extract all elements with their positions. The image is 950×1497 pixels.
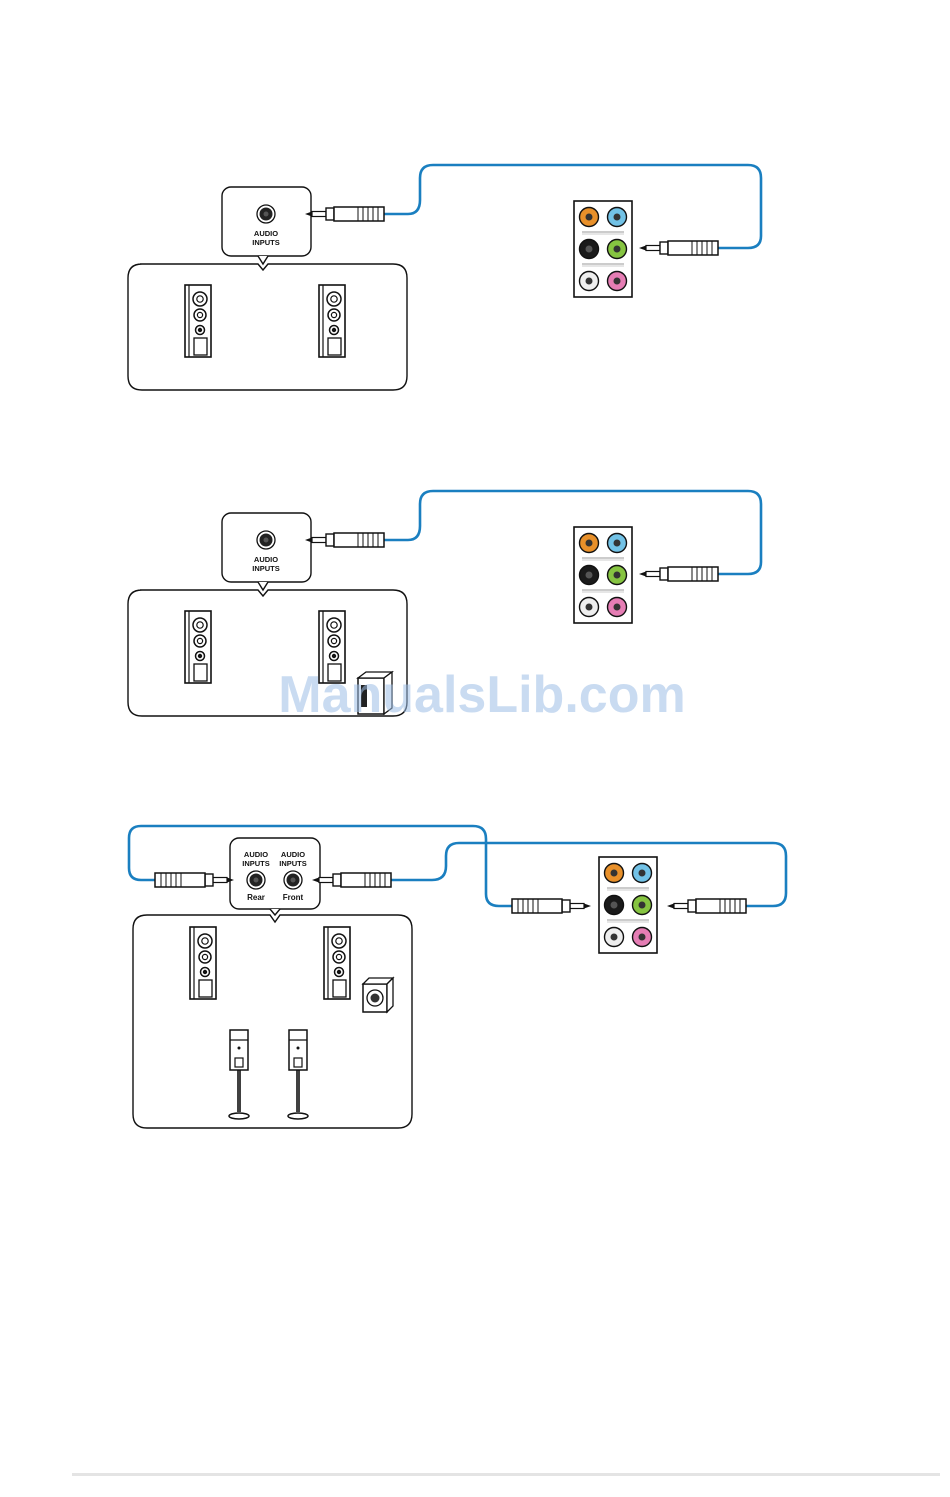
front-right-speaker-icon: [324, 927, 350, 999]
input-label-line2: INPUTS: [252, 238, 280, 247]
rear-speaker-plug-icon: [155, 873, 234, 887]
front-left-speaker-icon: [190, 927, 216, 999]
rear-label-line1: AUDIO: [244, 850, 268, 859]
speaker-group-box: [133, 915, 412, 1128]
input-label-line1: AUDIO: [254, 229, 278, 238]
front-input-jack-icon: [284, 871, 302, 889]
left-speaker-icon: [185, 285, 211, 357]
front-label-line1: AUDIO: [281, 850, 305, 859]
io-panel-icon: [574, 201, 632, 297]
audio-input-jack-icon: [257, 205, 275, 223]
front-caption: Front: [283, 893, 304, 902]
io-panel-icon: [599, 857, 657, 953]
right-speaker-icon: [319, 285, 345, 357]
panel-plug-icon: [639, 567, 718, 581]
watermark: ManualsLib.com: [278, 666, 685, 724]
panel-plug-icon: [639, 241, 718, 255]
io-panel-icon: [574, 527, 632, 623]
front-speaker-plug-icon: [312, 873, 391, 887]
subwoofer-icon: [363, 978, 393, 1012]
rear-input-jack-icon: [247, 871, 265, 889]
front-panel-plug-icon: [667, 899, 746, 913]
audio-input-callout: [230, 838, 320, 909]
footer-divider: [72, 1473, 940, 1476]
rear-panel-plug-icon: [512, 899, 591, 913]
audio-cable: [384, 491, 761, 574]
speaker-plug-icon: [305, 533, 384, 547]
diagram-3-surround: AUDIO INPUTS AUDIO INPUTS Rear Front: [129, 826, 786, 1128]
rear-label-line2: INPUTS: [242, 859, 270, 868]
speaker-group-box: [128, 264, 407, 390]
audio-input-jack-icon: [257, 531, 275, 549]
input-label-line1: AUDIO: [254, 555, 278, 564]
left-speaker-icon: [185, 611, 211, 683]
speaker-plug-icon: [305, 207, 384, 221]
input-label-line2: INPUTS: [252, 564, 280, 573]
diagram-1-two-channel: AUDIO INPUTS: [128, 165, 761, 390]
front-audio-cable: [391, 843, 786, 906]
rear-caption: Rear: [247, 893, 265, 902]
audio-cable: [384, 165, 761, 248]
front-label-line2: INPUTS: [279, 859, 307, 868]
